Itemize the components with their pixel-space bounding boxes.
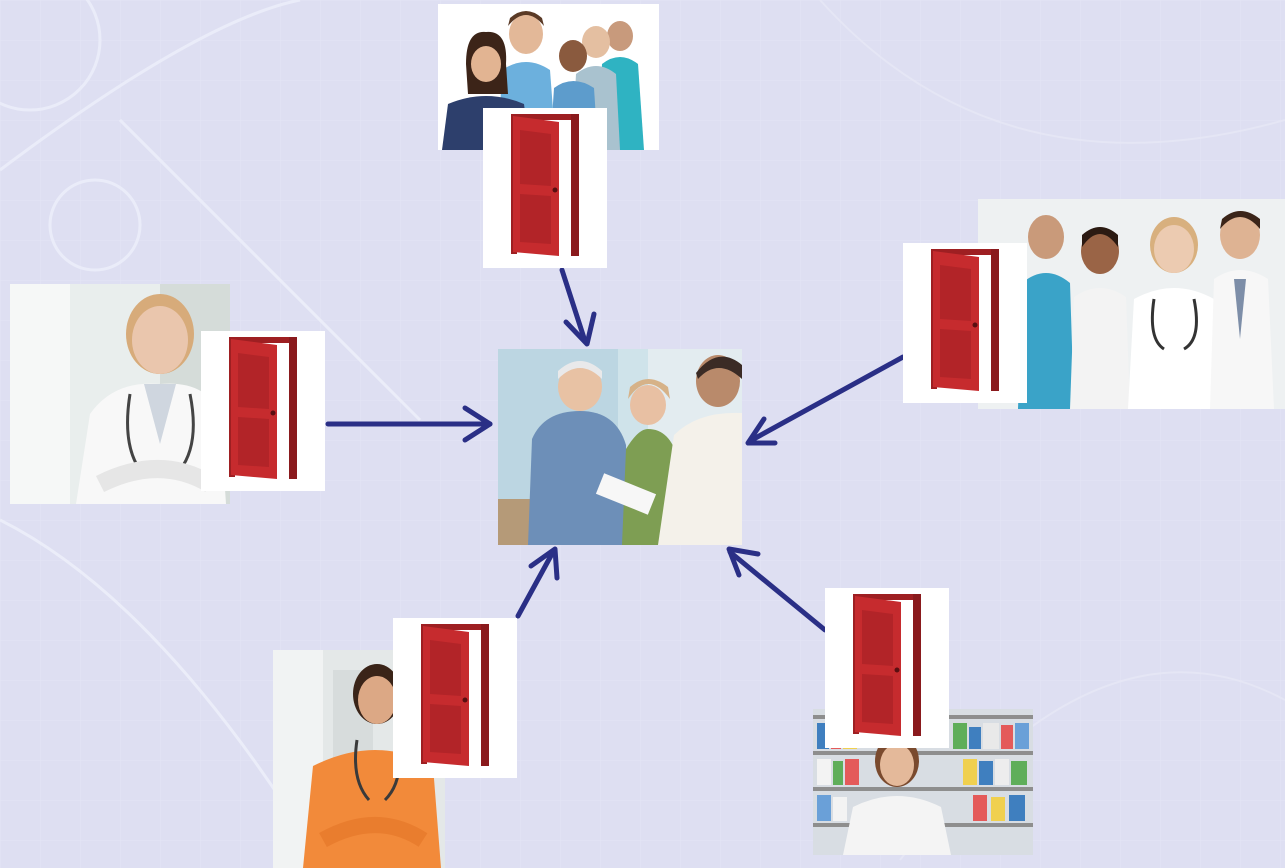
open-door-icon bbox=[511, 114, 579, 256]
open-door-icon bbox=[931, 249, 999, 391]
door-card-top[interactable] bbox=[483, 108, 607, 268]
arrow-right-icon bbox=[745, 354, 906, 446]
arrow-top-icon bbox=[559, 267, 597, 347]
open-door-icon bbox=[853, 594, 921, 736]
female-doctor-photo bbox=[10, 284, 230, 504]
open-door-icon bbox=[421, 624, 489, 766]
arrow-left-icon bbox=[325, 405, 493, 443]
medical-staff-group-photo bbox=[438, 4, 659, 150]
open-door-icon bbox=[229, 337, 297, 479]
door-card-left[interactable] bbox=[201, 331, 325, 491]
arrow-bottom-left-icon bbox=[515, 546, 560, 619]
door-card-bottom-left[interactable] bbox=[393, 618, 517, 778]
door-card-right[interactable] bbox=[903, 243, 1027, 403]
doctors-team-photo bbox=[978, 199, 1285, 409]
door-card-bottom-right[interactable] bbox=[825, 588, 949, 748]
patient-consultation-photo bbox=[498, 349, 742, 545]
arrow-bottom-right-icon bbox=[726, 546, 828, 633]
